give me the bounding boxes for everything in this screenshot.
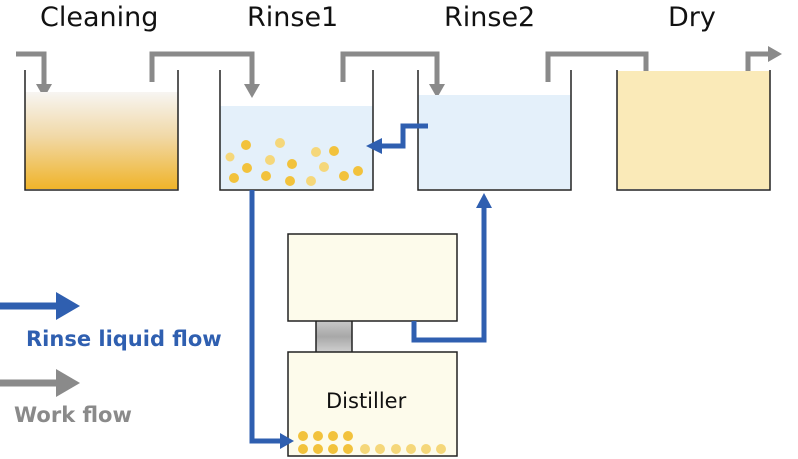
legend-rinse-liquid-label: Rinse liquid flow [26,327,222,351]
rinse1-stage-label: Rinse1 [247,2,339,33]
residue-particles [298,431,446,454]
pipe-connector [316,321,352,352]
rinse1-tank [219,70,374,191]
work-flow-into-rinse1 [149,51,255,86]
rinse2-tank [417,70,572,191]
rinse2-stage-label: Rinse2 [444,2,536,33]
work-flow-arrows [16,46,782,98]
rinse2-to-rinse1-flow [380,123,428,149]
rinse-liquid-flow-lines [249,123,492,449]
rinse1-to-distiller-flow [249,190,282,444]
dry-stage-label: Dry [668,2,716,33]
cleaning-stage-label: Cleaning [40,2,159,33]
work-flow-into-cleaning [16,51,47,86]
contaminant-particles [225,138,363,186]
legend-work-flow-arrow [0,369,80,397]
condenser-box [287,233,458,322]
legend-work-flow-label: Work flow [14,403,132,427]
legend-rinse-liquid-arrow [0,292,80,320]
distiller-unit [287,233,458,457]
work-flow-into-dry [545,51,649,86]
distiller-to-rinse2-flow [411,206,487,343]
dry-tank [616,70,771,191]
distiller-label: Distiller [326,389,407,413]
work-flow-into-rinse2 [340,51,440,86]
cleaning-tank [24,70,179,191]
